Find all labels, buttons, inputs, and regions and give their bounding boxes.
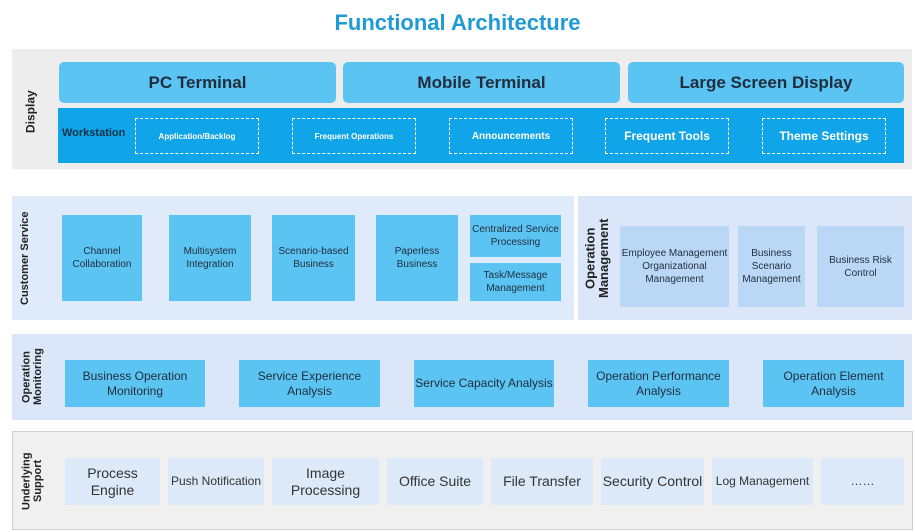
service-experience-analysis-box: Service Experience Analysis: [239, 360, 380, 407]
pc-terminal-box: PC Terminal: [59, 62, 336, 103]
centralized-service-processing-box: Centralized Service Processing: [470, 215, 561, 257]
push-notification-box: Push Notification: [168, 458, 264, 505]
image-processing-box: Image Processing: [272, 458, 379, 505]
diagram-title: Functional Architecture: [334, 10, 581, 35]
task-message-management-box: Task/Message Management: [470, 263, 561, 301]
workstation-item: Theme Settings: [762, 118, 886, 154]
channel-collaboration-box: Channel Collaboration: [62, 215, 142, 301]
operation-management-label: Operation Management: [582, 218, 611, 298]
security-control-box: Security Control: [601, 458, 704, 505]
paperless-business-box: Paperless Business: [376, 215, 458, 301]
process-engine-box: Process Engine: [65, 458, 160, 505]
operation-monitoring-label: Operation Monitoring: [20, 348, 44, 406]
business-risk-control-box: Business Risk Control: [817, 226, 904, 307]
operation-element-analysis-box: Operation Element Analysis: [763, 360, 904, 407]
scenario-based-business-box: Scenario-based Business: [272, 215, 355, 301]
underlying-support-label: Underlying Support: [20, 452, 44, 510]
office-suite-box: Office Suite: [387, 458, 483, 505]
business-scenario-management-box: Business Scenario Management: [738, 226, 805, 307]
business-operation-monitoring-box: Business Operation Monitoring: [65, 360, 205, 407]
workstation-item: Frequent Operations: [292, 118, 416, 154]
workstation-item: Application/Backlog: [135, 118, 259, 154]
multisystem-integration-box: Multisystem Integration: [169, 215, 251, 301]
customer-service-label: Customer Service: [19, 211, 32, 305]
file-transfer-box: File Transfer: [491, 458, 593, 505]
large-screen-display-box: Large Screen Display: [628, 62, 904, 103]
workstation-label: Workstation: [62, 127, 126, 139]
mobile-terminal-box: Mobile Terminal: [343, 62, 620, 103]
workstation-item: Announcements: [449, 118, 573, 154]
service-capacity-analysis-box: Service Capacity Analysis: [414, 360, 554, 407]
workstation-item: Frequent Tools: [605, 118, 729, 154]
employee-management-box: Employee Management Organizational Manag…: [620, 226, 729, 307]
operation-performance-analysis-box: Operation Performance Analysis: [588, 360, 729, 407]
more-items-box: ……: [821, 458, 904, 505]
display-label: Display: [23, 90, 38, 134]
log-management-box: Log Management: [712, 458, 813, 505]
